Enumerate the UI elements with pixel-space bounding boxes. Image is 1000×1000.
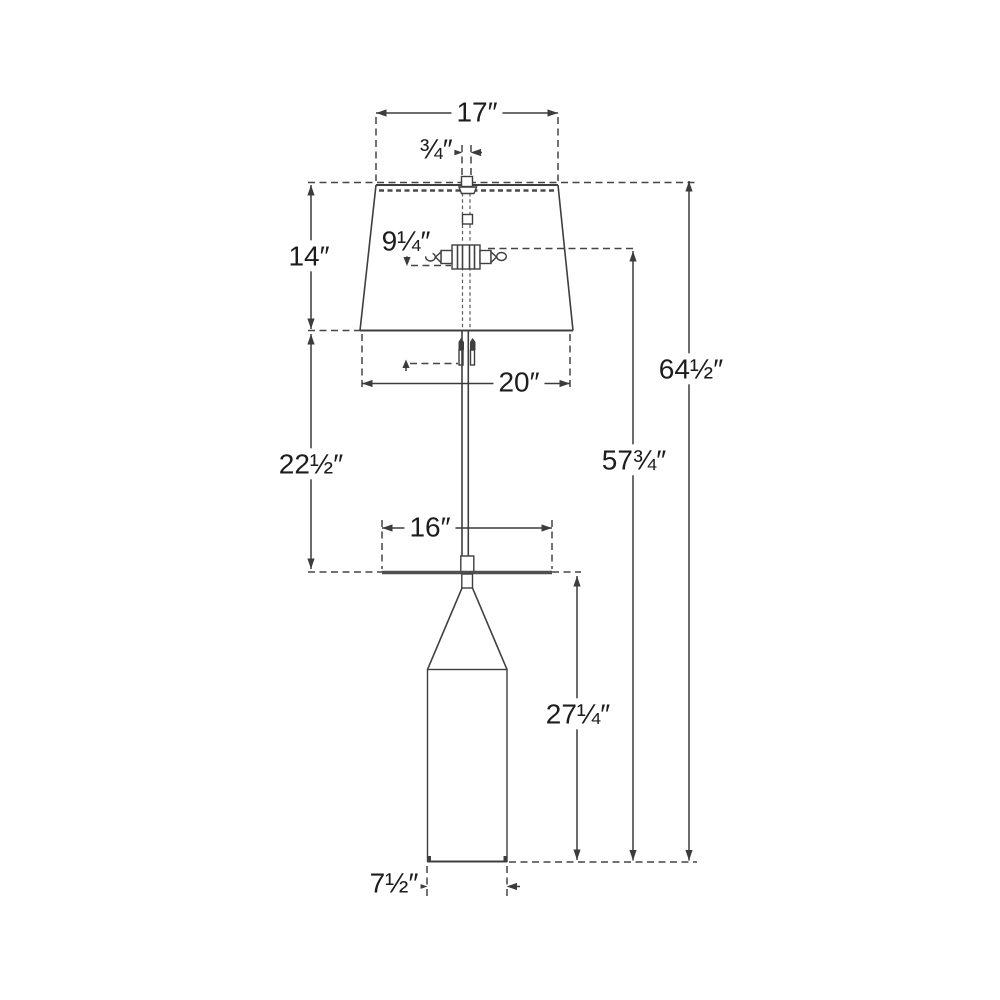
- dashed-reference-lines: [308, 117, 697, 896]
- lamp-base: [426, 573, 508, 863]
- socket-assembly: [425, 175, 508, 366]
- socket-arm-left: [440, 249, 453, 265]
- dim-socket-drop-label: 9¼″: [379, 225, 433, 257]
- socket-arm-right: [479, 249, 492, 265]
- dim-shade-top-width-label: 17″: [451, 96, 503, 128]
- socket-body: [451, 244, 481, 270]
- dim-base-width-label: 7½″: [367, 867, 421, 899]
- base-cylinder: [426, 668, 508, 863]
- dim-overall-height-label: 64½″: [653, 353, 729, 385]
- dim-fitter-width-label: ¾″: [417, 133, 455, 165]
- base-foot-left: [427, 856, 431, 862]
- pole-collar: [460, 555, 475, 573]
- dim-floor-to-tray-label: 27¼″: [540, 698, 616, 730]
- spider-fitter: [460, 175, 474, 188]
- stem-knuckle: [461, 213, 474, 225]
- dim-shade-bottom-width-label: 20″: [493, 366, 545, 398]
- lamp-pole: [460, 330, 475, 573]
- base-neck: [461, 573, 474, 589]
- dim-tray-width-label: 16″: [404, 511, 456, 543]
- pull-knob-right: [496, 251, 508, 262]
- dim-floor-to-socket-label: 57¾″: [596, 444, 672, 476]
- dim-shade-to-tray-label: 22½″: [273, 448, 349, 480]
- pull-chain-right: [470, 338, 476, 350]
- base-foot-right: [503, 856, 508, 862]
- dim-shade-height-label: 14″: [283, 240, 335, 272]
